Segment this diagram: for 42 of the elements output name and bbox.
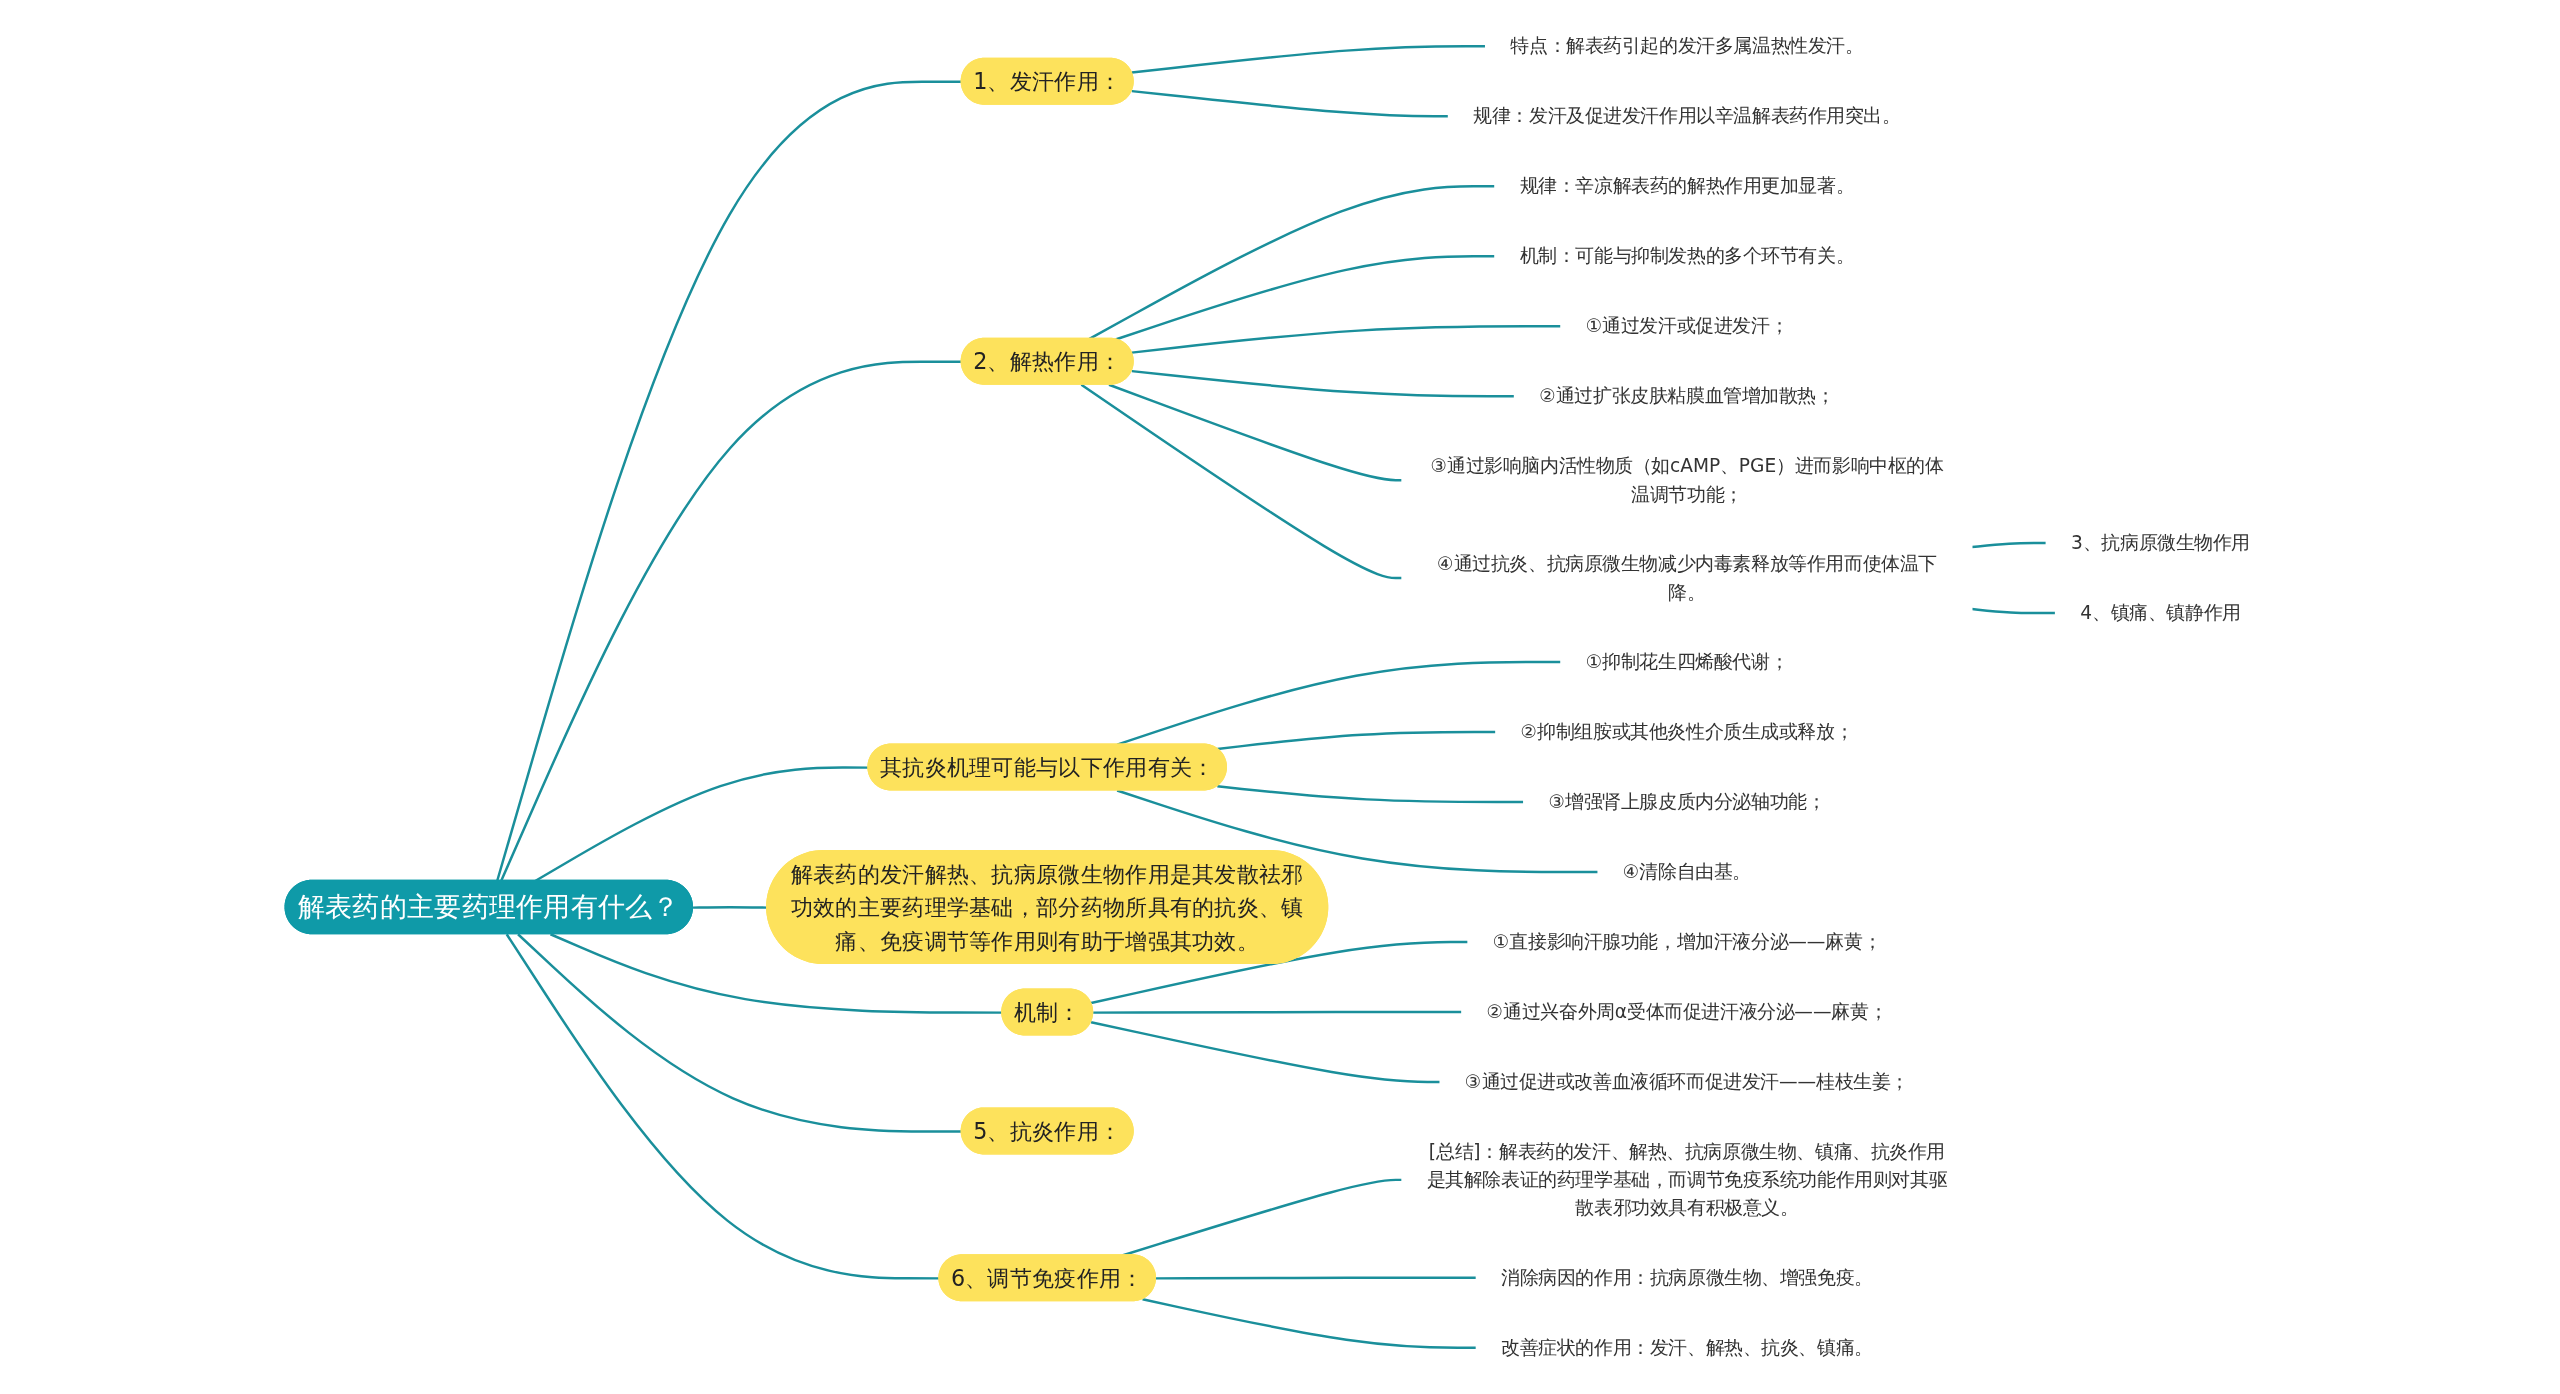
node-text: 改善症状的作用：发汗、解热、抗炎、镇痛。: [1501, 1336, 1873, 1359]
connector: [1131, 369, 1515, 398]
connector: [1115, 255, 1495, 341]
node-text: ①抑制花生四烯酸代谢；: [1585, 650, 1789, 673]
connector: [1217, 785, 1524, 804]
connector: [517, 933, 962, 1133]
connector: [1971, 541, 2047, 549]
node-text: ②通过兴奋外周α受体而促进汗液分泌——麻黄；: [1486, 1000, 1888, 1023]
node-text: [总结]：解表药的发汗、解热、抗病原微生物、镇痛、抗炎作用是其解除表证的药理学基础，而调节免疫系统功能作用则对其驱散表邪功效具有积极意义。: [1426, 1140, 1948, 1219]
connector: [1080, 383, 1402, 580]
connector: [1131, 45, 1486, 74]
connector: [1142, 1298, 1477, 1349]
node-text: ②抑制组胺或其他炎性介质生成或释放；: [1520, 720, 1854, 743]
node-text: 规律：发汗及促进发汗作用以辛温解表药作用突出。: [1473, 104, 1901, 128]
connector: [1131, 89, 1449, 118]
connector: [1156, 1276, 1477, 1280]
node-text: ③通过促进或改善血液循环而促进发汗——桂枝生姜；: [1464, 1070, 1909, 1093]
node-text: 4、镇痛、镇静作用: [2080, 601, 2241, 624]
node-text: 特点：解表药引起的发汗多属温热性发汗。: [1510, 34, 1864, 58]
connector: [1108, 383, 1402, 482]
node-text: 规律：辛凉解表药的解热作用更加显著。: [1519, 174, 1855, 198]
node-text: ①通过发汗或促进发汗；: [1585, 314, 1789, 338]
connector: [1088, 185, 1495, 341]
connector: [1971, 607, 2056, 615]
connector: [1116, 789, 1599, 874]
connector: [1090, 1020, 1441, 1084]
connector: [1131, 325, 1561, 354]
node-text: ③通过影响脑内活性物质（如cAMP、PGE）进而影响中枢的体温调节功能；: [1430, 454, 1944, 505]
connector: [500, 360, 962, 882]
node-text: ③增强肾上腺皮质内分泌轴功能；: [1548, 790, 1826, 813]
node-text: 机制：可能与抑制发热的多个环节有关。: [1519, 244, 1855, 268]
node-text: ④清除自由基。: [1622, 860, 1752, 883]
connector: [1090, 940, 1468, 1005]
connector: [550, 933, 1003, 1014]
node-text: ②通过扩张皮肤粘膜血管增加散热；: [1539, 384, 1835, 408]
node-text: 3、抗病原微生物作用: [2071, 531, 2251, 554]
connector: [1093, 1010, 1462, 1014]
node-text: ④通过抗炎、抗病原微生物减少内毒素释放等作用而使体温下降。: [1436, 552, 1937, 603]
connector: [495, 80, 962, 882]
connector: [1217, 730, 1496, 751]
node-text: ①直接影响汗腺功能，增加汗液分泌——麻黄；: [1492, 930, 1882, 953]
node-text: 消除病因的作用：抗病原微生物、增强免疫。: [1501, 1266, 1873, 1289]
